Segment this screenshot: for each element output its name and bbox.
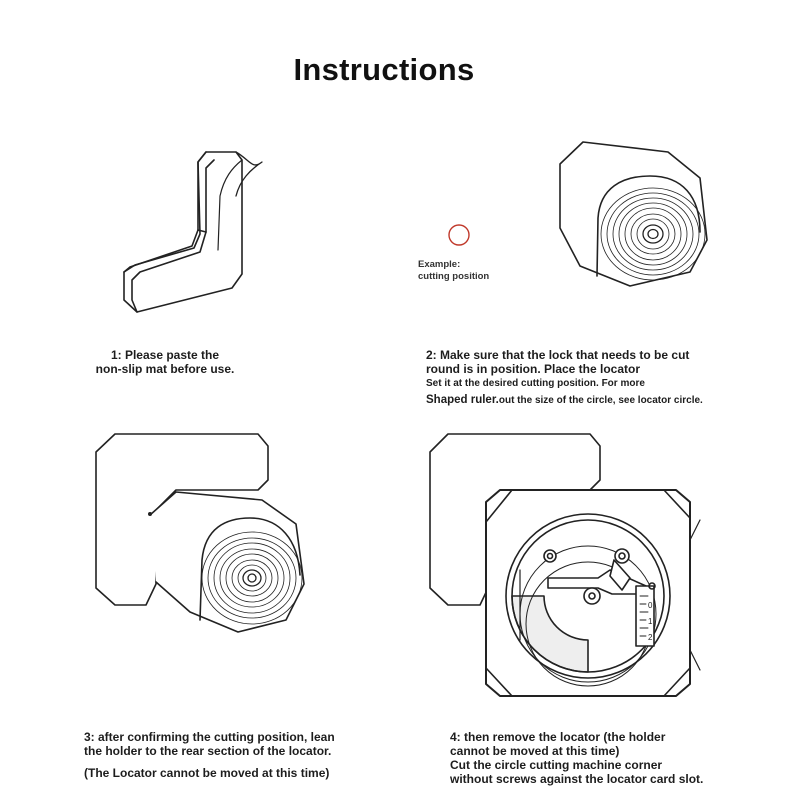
step4-line-1: 4: then remove the locator (the holder [450, 730, 666, 744]
step4-line-2: cannot be moved at this time) [450, 744, 620, 758]
step2-small-line-3: out the size of the circle, see locator … [498, 395, 703, 406]
step2-small-line-1: Set it at the desired cutting position. … [426, 378, 645, 389]
step2-line-1: 2: Make sure that the lock that needs to… [426, 348, 690, 362]
step2-shaped-ruler: Shaped ruler. [426, 394, 499, 406]
locator-illustration [559, 141, 708, 287]
step4-caption: 4: then remove the locator (the holder c… [450, 730, 703, 786]
ruler-mark-1: 1 [648, 617, 653, 626]
step1-caption: 1: Please paste the non-slip mat before … [70, 348, 260, 376]
step4-line-4: without screws against the locator card … [450, 772, 704, 786]
step2-small-line-2: Shaped ruler.out the size of the circle,… [426, 392, 703, 408]
step3-note: (The Locator cannot be moved at this tim… [84, 766, 330, 780]
non-slip-mat-illustration [123, 151, 263, 313]
step2-caption: 2: Make sure that the lock that needs to… [426, 348, 703, 408]
ruler-mark-0: 0 [648, 601, 653, 610]
step1-line-2: non-slip mat before use. [95, 362, 235, 376]
step1-line-1: 1: Please paste the [110, 348, 220, 362]
holder-illustration [95, 433, 305, 633]
step2-line-2: round is in position. Place the locator [426, 362, 641, 376]
ruler-mark-2: 2 [648, 633, 653, 642]
circle-cutter-illustration [485, 489, 701, 697]
paper-roll-3 [201, 531, 303, 625]
step3-line-2: the holder to the rear section of the lo… [84, 744, 332, 758]
example-title: Example: [418, 259, 461, 270]
page-title: Instructions [293, 52, 475, 87]
example-text: cutting position [418, 271, 490, 282]
example-cutting-ring [448, 224, 470, 246]
step3-line-1: 3: after confirming the cutting position… [84, 730, 335, 744]
step3-caption: 3: after confirming the cutting position… [84, 730, 335, 780]
paper-roll-2 [600, 187, 706, 281]
example-label: Example: cutting position [418, 259, 489, 283]
step4-line-3: Cut the circle cutting machine corner [450, 758, 663, 772]
